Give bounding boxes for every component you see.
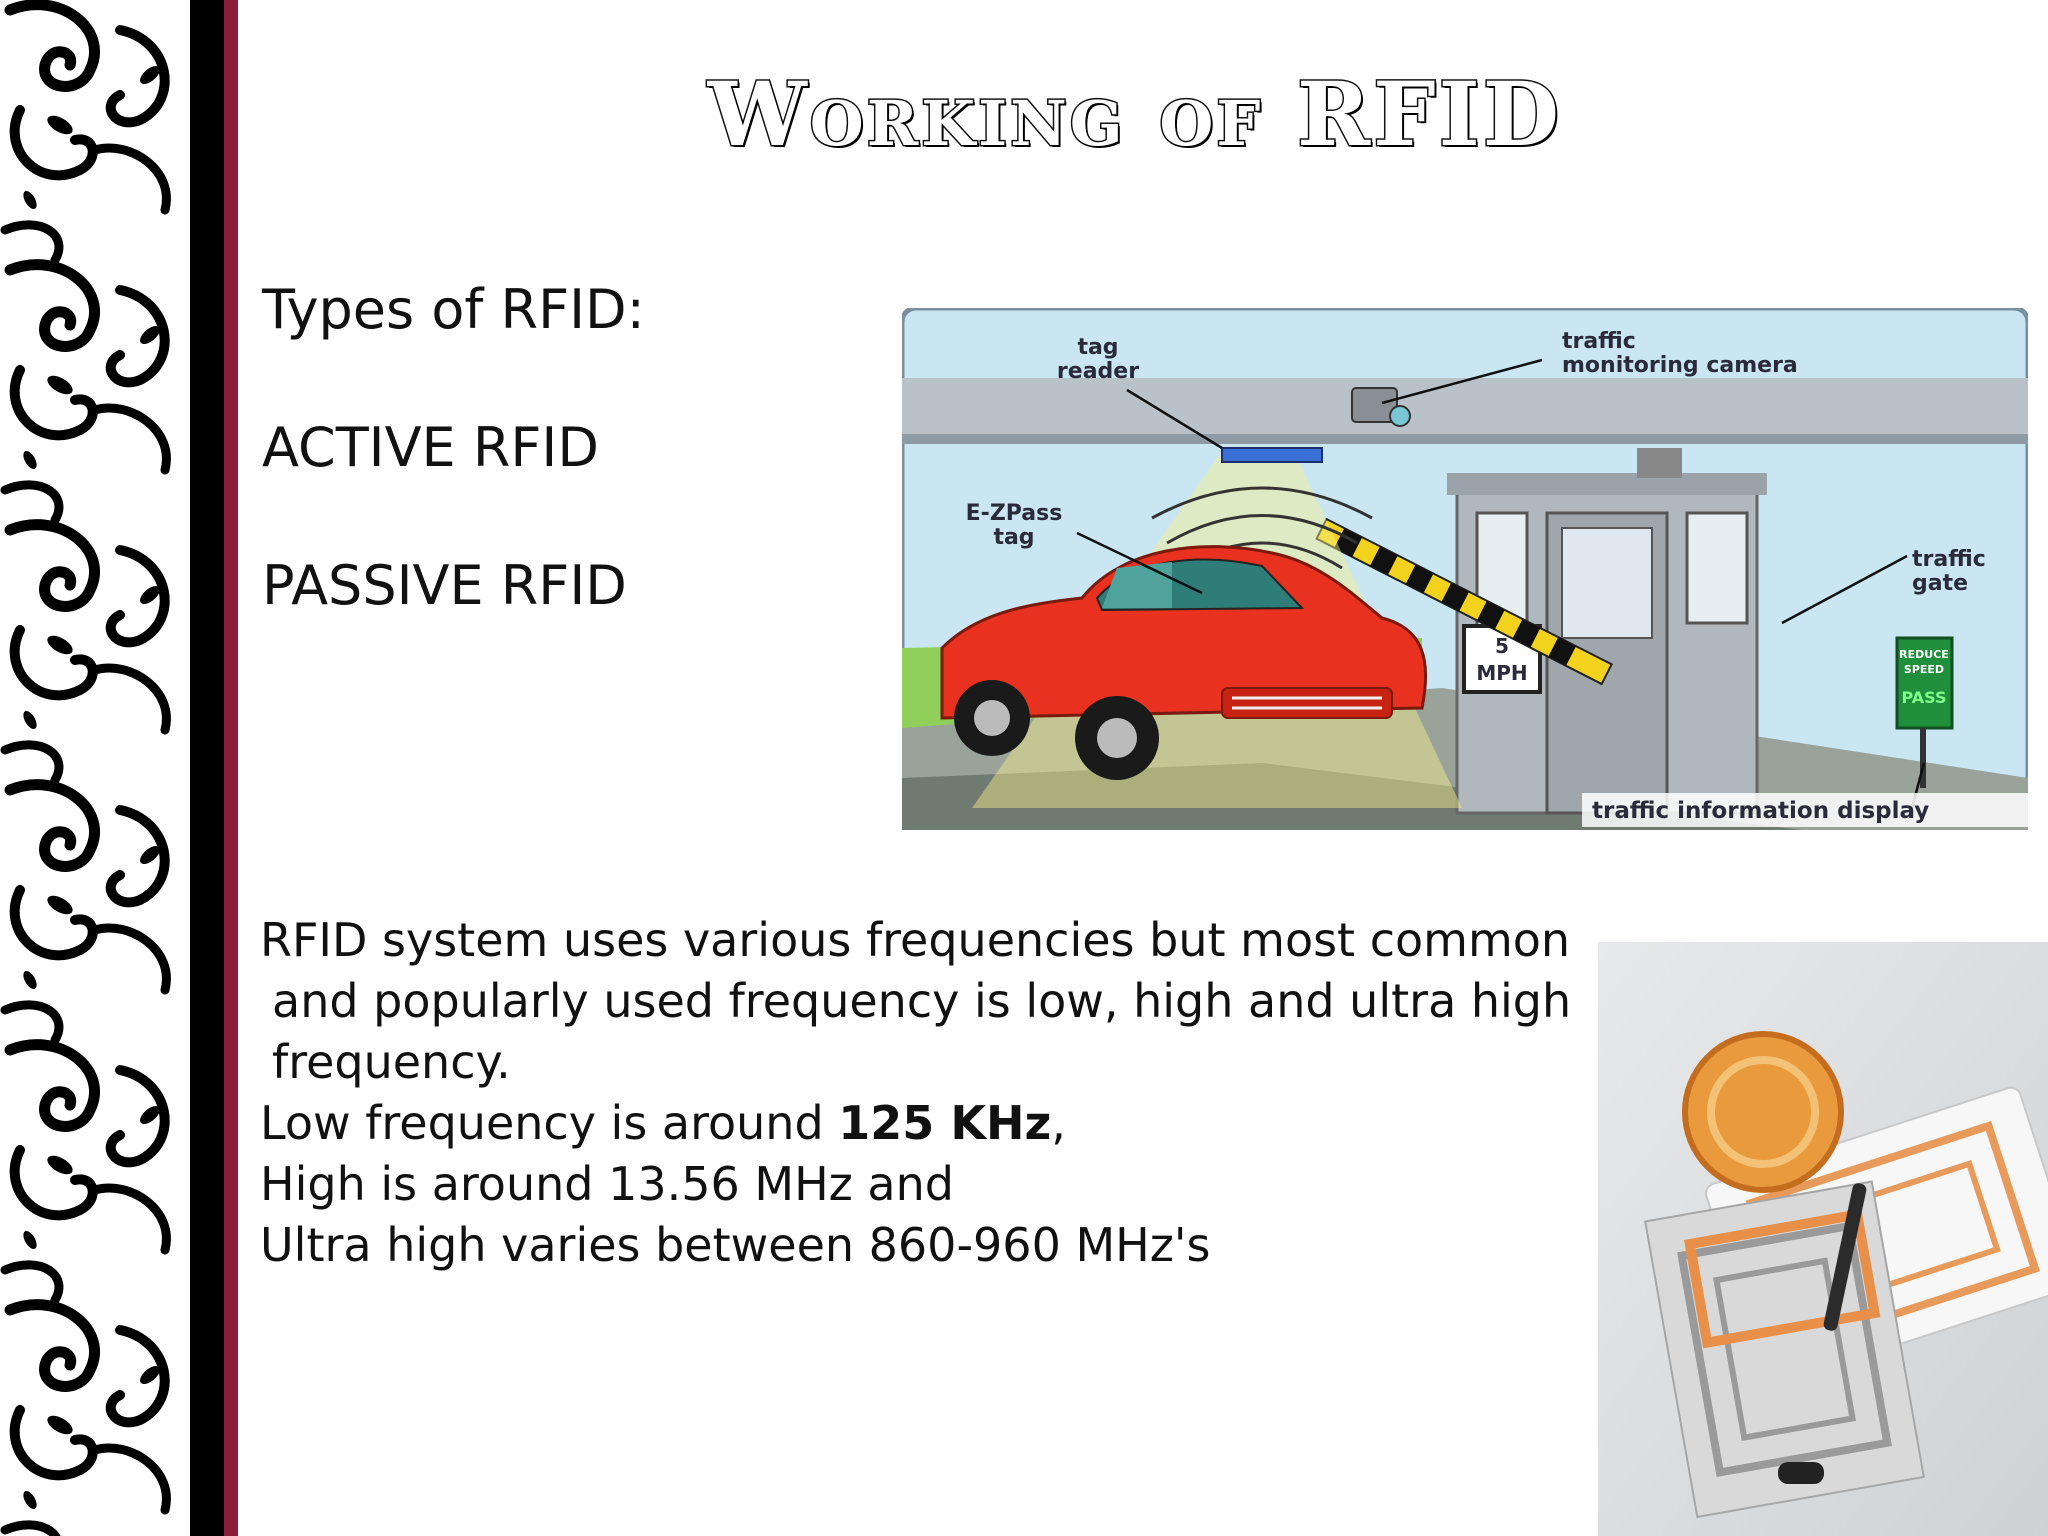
damask-border-decoration xyxy=(0,0,190,1536)
low-frequency-value: 125 KHz xyxy=(838,1096,1052,1150)
low-frequency-suffix: , xyxy=(1051,1096,1066,1150)
toll-booth-illustration: 5 MPH REDUCE SPEED PASS xyxy=(902,308,2028,830)
label-ezpass-2: tag xyxy=(993,525,1034,550)
paragraph-line-3: frequency. xyxy=(272,1035,511,1089)
type-item-active: ACTIVE RFID xyxy=(262,416,599,479)
high-frequency-line: High is around 13.56 MHz and xyxy=(260,1157,954,1211)
black-border-bar xyxy=(190,0,224,1536)
rfid-tags-photo xyxy=(1598,942,2048,1536)
speed-sign-number: 5 xyxy=(1495,634,1509,658)
speed-sign-unit: MPH xyxy=(1476,661,1527,685)
paragraph-line-1: RFID system uses various frequencies but… xyxy=(260,913,1571,967)
slide-title: Working of RFID xyxy=(706,61,1563,168)
label-gate-1: traffic xyxy=(1912,547,1986,572)
ultra-high-frequency-line: Ultra high varies between 860-960 MHz's xyxy=(260,1218,1211,1272)
sign-pass-text: PASS xyxy=(1902,688,1947,707)
types-heading: Types of RFID: xyxy=(262,278,645,341)
label-info-display: traffic information display xyxy=(1592,798,1929,824)
sign-speed-text: SPEED xyxy=(1904,663,1944,676)
rfid-types-list: Types of RFID: ACTIVE RFID PASSIVE RFID xyxy=(262,270,645,684)
low-frequency-label: Low frequency is around xyxy=(260,1096,839,1150)
gate-arm xyxy=(1315,517,1614,686)
paragraph-line-2: and popularly used frequency is low, hig… xyxy=(272,974,1572,1028)
accent-border-bar xyxy=(224,0,238,1536)
label-tag-reader-2: reader xyxy=(1057,359,1139,384)
car-illustration xyxy=(940,545,1428,780)
frequency-paragraph: RFID system uses various frequencies but… xyxy=(260,910,1600,1276)
label-camera-2: monitoring camera xyxy=(1562,353,1798,378)
label-ezpass-1: E-ZPass xyxy=(966,501,1063,526)
label-gate-2: gate xyxy=(1912,571,1968,596)
label-tag-reader-1: tag xyxy=(1077,335,1118,360)
type-item-passive: PASSIVE RFID xyxy=(262,554,627,617)
label-camera-1: traffic xyxy=(1562,329,1636,354)
sign-reduce-text: REDUCE xyxy=(1899,648,1949,661)
